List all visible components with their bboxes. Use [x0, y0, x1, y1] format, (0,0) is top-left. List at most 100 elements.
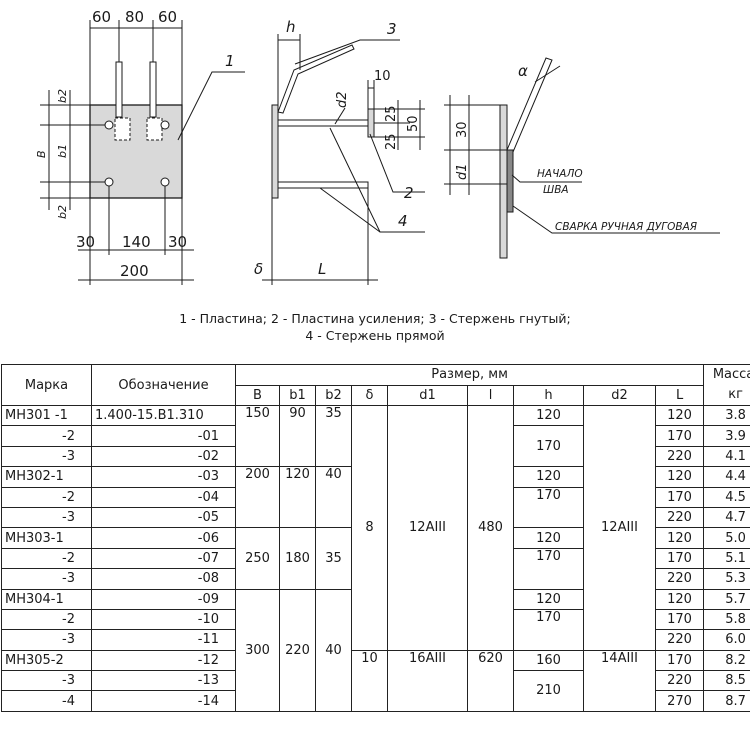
cell-mass: 8.7: [703, 690, 750, 712]
cell-mark: -3: [1, 445, 92, 468]
dim-50: 50: [406, 115, 421, 132]
cell-h: 210: [513, 670, 584, 712]
cell-mass: 4.4: [703, 466, 750, 488]
weld-start-line1: НАЧАЛО: [537, 168, 583, 180]
hole-top-left: [104, 120, 114, 130]
cell-L: 120: [654, 588, 705, 610]
dim-25b: 25: [384, 133, 399, 150]
cell-L: 220: [654, 670, 705, 692]
table-row: -3 -05 220 4.7: [1, 506, 750, 529]
cell-B: 200: [235, 466, 280, 529]
cell-mark: МН304-1: [1, 588, 92, 610]
table-row: МН302-1 -03 200 120 40 120 120 4.4: [1, 466, 750, 529]
cell-B: 150: [235, 404, 280, 468]
label-b2-bottom: b2: [56, 205, 69, 219]
callout-1: 1: [225, 52, 235, 70]
plate-detail: [499, 104, 508, 259]
callout-4: 4: [398, 212, 408, 230]
cell-mass: 4.7: [703, 506, 750, 529]
cell-designation: -12: [91, 649, 236, 672]
cell-designation: -01: [91, 425, 236, 447]
cell-mass: 3.9: [703, 425, 750, 447]
cell-mark: -3: [1, 568, 92, 590]
cell-h: 170: [513, 486, 584, 529]
cell-B: 300: [235, 588, 280, 712]
cell-L: 220: [654, 506, 705, 529]
cell-mass: 5.0: [703, 527, 750, 549]
cell-mark: -3: [1, 670, 92, 692]
side-view: [262, 34, 425, 285]
label-b2-top: b2: [56, 89, 69, 103]
header-h: h: [513, 384, 584, 406]
cell-b2: 35: [315, 404, 352, 468]
cell-h: 170: [513, 425, 584, 468]
cell-b1: 180: [279, 527, 316, 590]
cell-h: 120: [513, 404, 584, 427]
cell-h: 120: [513, 466, 584, 488]
plate-side: [271, 104, 279, 199]
cell-d2: 14АIII: [583, 649, 656, 712]
hole-top-right: [160, 120, 170, 130]
technical-drawing: 60 80 60 30 140 30 200 1 b2 b1 B b2 h 3 …: [35, 8, 720, 285]
dim-bottom-30b: 30: [168, 233, 187, 251]
table-row: -4 -14 270 8.7: [1, 690, 750, 712]
label-B: B: [35, 150, 48, 158]
cell-designation: -02: [91, 445, 236, 468]
cell-d1: 12АIII: [387, 405, 468, 651]
cell-h: 120: [513, 527, 584, 549]
cell-mass: 5.7: [703, 588, 750, 610]
cell-d1: 16АIII: [387, 649, 468, 712]
label-delta: δ: [254, 260, 263, 278]
header-mass: Масса, кг: [703, 364, 750, 406]
header-designation: Обозначение: [91, 364, 236, 406]
cell-L: 170: [654, 649, 705, 672]
cell-h: 160: [513, 649, 584, 672]
legend-line-1: 1 - Пластина; 2 - Пластина усиления; 3 -…: [179, 311, 571, 326]
cell-delta: 8: [351, 405, 388, 651]
reinforcement-right: [146, 117, 163, 141]
cell-L: 170: [654, 486, 705, 508]
cell-mark: -3: [1, 629, 92, 651]
cell-designation: -11: [91, 629, 236, 651]
cell-mass: 4.5: [703, 486, 750, 508]
cell-h: 120: [513, 588, 584, 610]
table-row: МН303-1 -06 250 180 35 120 120 5.0: [1, 527, 750, 590]
table-row: -2 -04 170 170 4.5: [1, 486, 750, 529]
cell-L: 170: [654, 608, 705, 631]
cell-mark: -2: [1, 425, 92, 447]
cell-designation: -14: [91, 690, 236, 712]
cell-L: 220: [654, 568, 705, 590]
dim-bottom-140: 140: [122, 233, 151, 251]
table-row: -2 -07 170 170 5.1: [1, 547, 750, 590]
spec-table: Марка Обозначение Размер, мм Масса, кг B…: [1, 364, 750, 712]
cell-delta: 10: [351, 649, 388, 712]
dim-bottom-30a: 30: [76, 233, 95, 251]
label-alpha: α: [518, 62, 528, 80]
cell-mass: 3.8: [703, 404, 750, 427]
cell-h: 170: [513, 608, 584, 651]
dim-overall-200: 200: [120, 262, 149, 280]
cell-mark: -3: [1, 506, 92, 529]
dim-25a: 25: [384, 105, 399, 122]
cell-d2: 12АIII: [583, 405, 656, 651]
cell-l: 620: [467, 649, 514, 712]
cell-mass: 5.8: [703, 608, 750, 631]
weld-seam: [506, 149, 514, 213]
table-row: -2 -01 170 170 3.9: [1, 425, 750, 468]
callout-3: 3: [387, 20, 397, 38]
cell-L: 220: [654, 445, 705, 468]
cell-b1: 120: [279, 466, 316, 529]
cell-h: 170: [513, 547, 584, 590]
straight-rod-lower: [277, 181, 369, 189]
cell-designation: -03: [91, 466, 236, 488]
label-d1: d1: [455, 163, 470, 180]
cell-b2: 40: [315, 466, 352, 529]
cell-mark: МН303-1: [1, 527, 92, 549]
header-L: L: [654, 384, 705, 406]
table-row: -2 -10 170 170 5.8: [1, 608, 750, 651]
cell-designation: -04: [91, 486, 236, 508]
cell-L: 120: [654, 527, 705, 549]
cell-B: 250: [235, 527, 280, 590]
cell-L: 170: [654, 547, 705, 570]
hole-bottom-right: [160, 177, 170, 187]
